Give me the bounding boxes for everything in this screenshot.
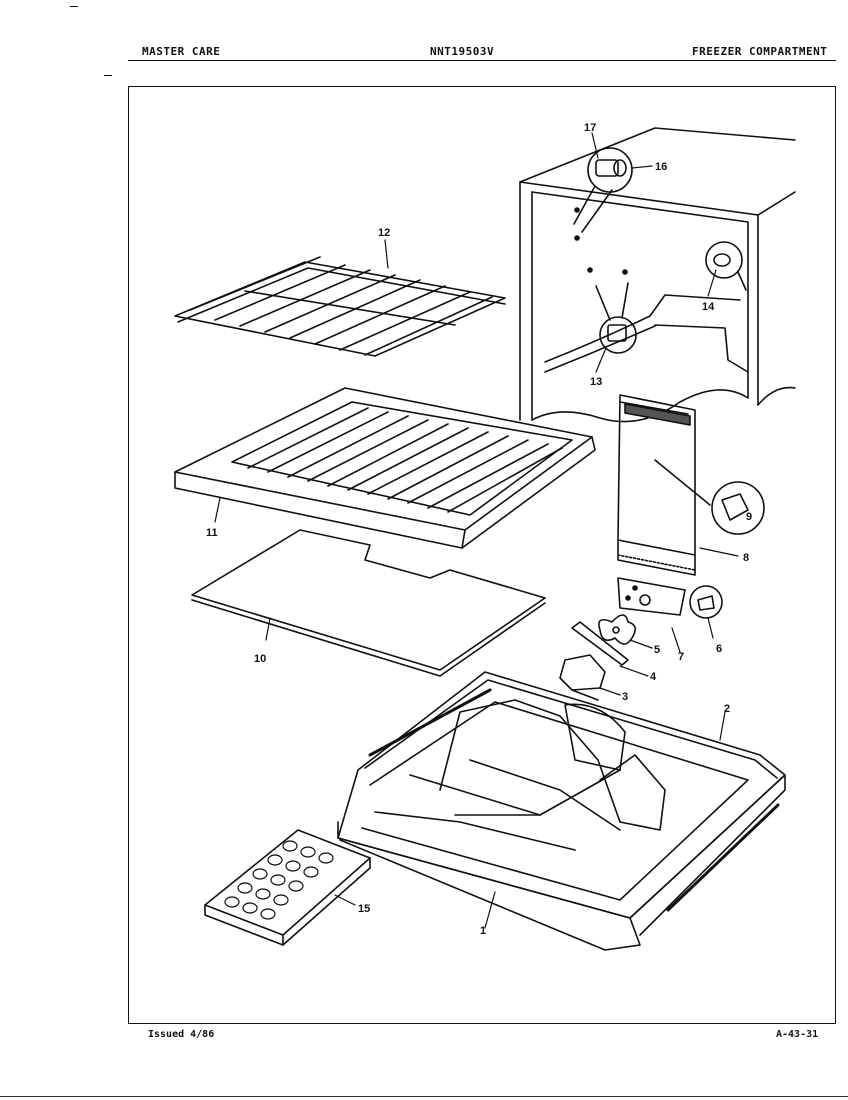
callout-15: 15 <box>358 903 370 915</box>
thermostat-detail <box>705 241 747 291</box>
fan-motor-assembly <box>559 614 636 701</box>
freezer-cabinet <box>519 127 796 423</box>
section-title: FREEZER COMPARTMENT <box>692 45 828 58</box>
freezer-tray <box>174 387 596 549</box>
header-rule <box>128 60 836 61</box>
freezer-pan-assembly <box>337 671 786 951</box>
grommet-detail <box>689 585 723 619</box>
issued-date: Issued 4/86 <box>148 1029 215 1040</box>
callout-17: 17 <box>584 122 596 134</box>
margin-mark <box>70 6 78 7</box>
callout-5: 5 <box>654 644 660 656</box>
diagram-frame <box>128 86 836 1024</box>
callout-14: 14 <box>702 301 715 313</box>
callout-12: 12 <box>378 227 390 239</box>
divider-panel <box>191 529 546 677</box>
brand-label: MASTER CARE <box>142 45 221 58</box>
page-edge-rule <box>0 1096 848 1097</box>
callout-6: 6 <box>716 643 722 655</box>
evaporator-cover <box>617 394 711 576</box>
margin-mark <box>104 75 112 76</box>
callout-13: 13 <box>590 376 602 388</box>
callout-9: 9 <box>746 511 752 523</box>
leader-lines <box>214 132 739 929</box>
callout-16: 16 <box>655 161 667 173</box>
model-number: NNT19503V <box>430 45 495 58</box>
wire-shelf <box>174 256 506 357</box>
hinge-detail <box>595 282 637 354</box>
callout-3: 3 <box>622 691 628 703</box>
callout-4: 4 <box>650 671 657 683</box>
callout-2: 2 <box>724 703 730 715</box>
callout-7: 7 <box>678 651 684 663</box>
fan-bracket <box>617 577 686 616</box>
callout-8: 8 <box>743 552 749 564</box>
light-socket-detail <box>711 481 765 535</box>
ice-cube-tray <box>204 829 371 946</box>
callout-1: 1 <box>480 925 486 937</box>
callout-10: 10 <box>254 653 266 665</box>
callout-11: 11 <box>206 527 218 539</box>
page-code: A-43-31 <box>776 1029 819 1040</box>
door-stop-detail <box>573 147 633 233</box>
